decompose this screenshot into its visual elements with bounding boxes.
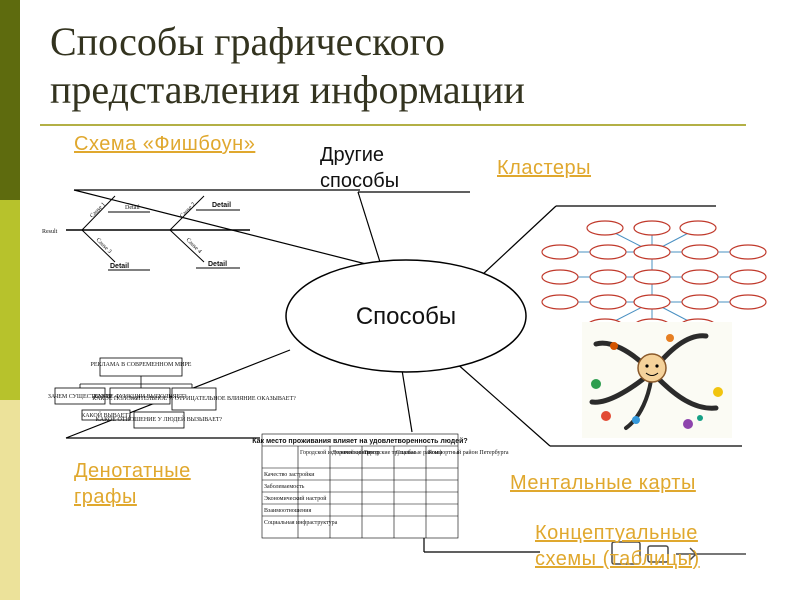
- denotative-kind-text: КАКОЙ ВЫВАЕТ?: [81, 411, 131, 419]
- link-concept-line-2: схемы (таблицы): [535, 548, 700, 570]
- concept-table-columns: Городской исторический центр Деловой цен…: [300, 449, 509, 456]
- denotative-box-kind: [81, 409, 131, 421]
- slide-title: Способы графического представления инфор…: [50, 18, 750, 114]
- fishbone-bone-4: [169, 229, 205, 263]
- fishbone-detail-label-2: Detail: [212, 202, 231, 209]
- decor-band-dark: [0, 0, 20, 200]
- concept-table-col-1: Городской исторический центр: [300, 449, 380, 456]
- link-clusters[interactable]: Кластеры: [497, 157, 591, 179]
- fishbone-detail-label-3: Detail: [110, 263, 129, 270]
- cluster-diagram: [541, 220, 767, 334]
- link-denotative-line-2: графы: [74, 486, 137, 508]
- link-concept-line-1: Концептуальные: [535, 522, 698, 544]
- slide-title-line-2: представления информации: [50, 67, 525, 112]
- fishbone-bone-1: [81, 195, 116, 231]
- decor-band-mid: [0, 200, 20, 400]
- concept-table-row-2: Заболеваемость: [264, 483, 305, 490]
- connector-mental: [454, 361, 551, 447]
- connector-other: [357, 191, 381, 263]
- connector-fishbone: [73, 189, 371, 266]
- denotative-functions-text: КАКИЕ ФУНКЦИИ ВЫПОЛНЯЕТ?: [93, 394, 187, 400]
- fishbone-bone-3: [81, 229, 116, 263]
- fishbone-bone-2: [169, 195, 205, 231]
- concept-table-row-4: Взаимоотношения: [264, 508, 312, 514]
- slide-title-line-1: Способы графического: [50, 19, 445, 64]
- concept-table-col-2: Деловой центр: [332, 449, 370, 456]
- denotative-box-attitude: [133, 411, 185, 429]
- denotative-box-influence: [171, 387, 217, 411]
- link-denotative-line-1: Денотатные: [74, 460, 191, 482]
- label-other-line-2: способы: [320, 170, 400, 192]
- connector-table: [401, 369, 413, 433]
- fishbone-cause-2: Cause 2: [179, 202, 197, 220]
- concept-table-col-3: Городские трущобы: [364, 449, 415, 456]
- label-other-line-1: Другие: [320, 144, 385, 166]
- link-mental-maps[interactable]: Ментальные карты: [510, 472, 696, 494]
- concept-table-row-3: Экономический настрой: [264, 495, 327, 502]
- concept-table-rows: Качество застройки Заболеваемость Эконом…: [264, 471, 338, 526]
- mental-map-illustration: [582, 322, 732, 438]
- title-underline: [40, 124, 746, 126]
- concept-table-row-5: Социальная инфраструктура: [264, 519, 338, 526]
- label-other-methods: Другие способы: [320, 142, 399, 194]
- center-label: Способы: [355, 303, 457, 330]
- toolbar-icon: [611, 541, 746, 565]
- link-denotative-graphs[interactable]: Денотатные графы: [74, 458, 191, 510]
- concept-table-col-5: Комфортный район Петербурга: [428, 449, 509, 456]
- decor-band-light: [0, 400, 20, 600]
- link-concept-schemes[interactable]: Концептуальные схемы (таблицы): [535, 520, 700, 572]
- center-ellipse: [285, 259, 527, 373]
- fishbone-diagram: [66, 195, 250, 271]
- fishbone-detail-label-4: Detail: [208, 261, 227, 268]
- fishbone-cause-3: Cause 3: [95, 237, 113, 255]
- denotative-diagram: [54, 357, 217, 429]
- connector-lines: [65, 189, 742, 553]
- concept-table-row-1: Качество застройки: [264, 471, 315, 478]
- fishbone-detail-label-1: Detail: [125, 205, 140, 211]
- concept-table-col-4: Спальные районы: [396, 449, 442, 456]
- link-fishbone[interactable]: Схема «Фишбоун»: [74, 133, 256, 155]
- fishbone-result-label: Result: [42, 229, 58, 235]
- connector-clusters: [481, 205, 557, 276]
- denotative-influence-text: КАКОЕ ПОЛОЖИТЕЛЬНОЕ И ОТРИЦАТЕЛЬНОЕ ВЛИЯ…: [92, 396, 296, 402]
- denotative-box-functions: [109, 387, 171, 405]
- denotative-box-why: [54, 387, 106, 405]
- denotative-top-text: РЕКЛАМА В СОВРЕМЕННОМ МИРЕ: [91, 362, 192, 368]
- denotative-why-text: ЗАЧЕМ СУЩЕСТВУЕТ?: [48, 394, 112, 400]
- concept-table-diagram: [261, 433, 459, 539]
- concept-table-heading: Как место проживания влияет на удовлетво…: [252, 437, 467, 445]
- concept-table-frame: [261, 433, 459, 539]
- denotative-attitude-text: КАКОЕ ОТНОШЕНИЕ У ЛЮДЕЙ ВЫЗЫВАЕТ?: [96, 415, 223, 423]
- fishbone-cause-1: Cause 1: [89, 202, 107, 220]
